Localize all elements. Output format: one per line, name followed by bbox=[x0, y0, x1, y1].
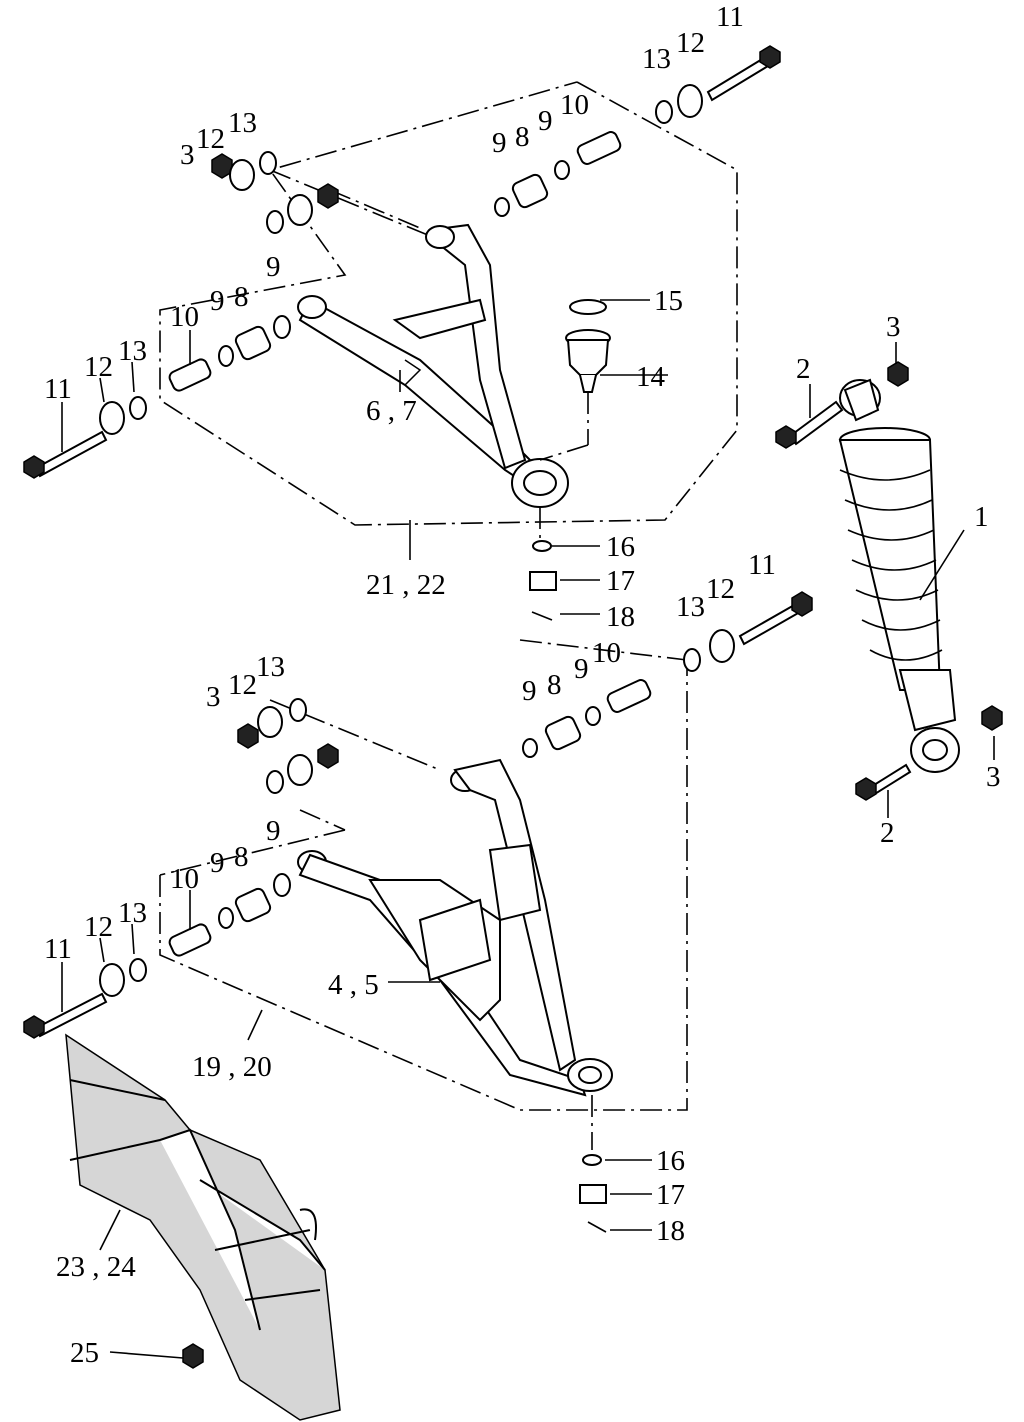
label-9: 9 bbox=[210, 285, 225, 317]
label-10: 10 bbox=[592, 637, 621, 669]
label-11: 11 bbox=[44, 373, 72, 405]
label-13: 13 bbox=[118, 335, 147, 367]
label-8: 8 bbox=[234, 841, 249, 873]
label-12: 12 bbox=[676, 27, 705, 59]
label-10: 10 bbox=[170, 301, 199, 333]
upper-pivot-hardware bbox=[211, 151, 339, 234]
label-10: 10 bbox=[170, 863, 199, 895]
bushing-icon bbox=[234, 325, 272, 361]
label-3: 3 bbox=[206, 681, 221, 713]
label-19-20: 19 , 20 bbox=[192, 1051, 272, 1083]
label-1: 1 bbox=[974, 501, 989, 533]
lower-arm-assembly bbox=[23, 591, 813, 1233]
ball-joint-icon bbox=[539, 299, 611, 461]
label-10: 10 bbox=[560, 89, 589, 121]
label-2: 2 bbox=[880, 817, 895, 849]
lower-pivot-hardware bbox=[237, 698, 339, 794]
washer-icon bbox=[273, 315, 291, 339]
mud-guard-icon bbox=[65, 1033, 341, 1421]
bolt-icon bbox=[34, 430, 108, 478]
lower-right-bushing-stack bbox=[522, 591, 813, 758]
label-9: 9 bbox=[266, 251, 281, 283]
label-16: 16 bbox=[606, 531, 635, 563]
label-21-22: 21 , 22 bbox=[366, 569, 446, 601]
label-13: 13 bbox=[228, 107, 257, 139]
collar-icon bbox=[168, 358, 212, 392]
label-9: 9 bbox=[492, 127, 507, 159]
label-12: 12 bbox=[84, 911, 113, 943]
label-3: 3 bbox=[986, 761, 1001, 793]
label-9: 9 bbox=[522, 675, 537, 707]
label-18: 18 bbox=[656, 1215, 685, 1247]
label-25: 25 bbox=[70, 1337, 99, 1369]
label-8: 8 bbox=[547, 669, 562, 701]
nut-icon bbox=[23, 455, 45, 479]
shock-absorber-icon bbox=[775, 361, 1003, 801]
lower-left-bushing-stack bbox=[23, 873, 291, 1039]
label-12: 12 bbox=[228, 669, 257, 701]
label-8: 8 bbox=[515, 121, 530, 153]
label-11: 11 bbox=[44, 933, 72, 965]
label-23-24: 23 , 24 bbox=[56, 1251, 136, 1283]
label-17: 17 bbox=[656, 1179, 685, 1211]
label-4-5: 4 , 5 bbox=[328, 969, 379, 1001]
label-13: 13 bbox=[676, 591, 705, 623]
label-13: 13 bbox=[118, 897, 147, 929]
washer-icon bbox=[99, 401, 125, 435]
label-9: 9 bbox=[266, 815, 281, 847]
label-3: 3 bbox=[180, 139, 195, 171]
nut-icon bbox=[529, 571, 557, 591]
label-17: 17 bbox=[606, 565, 635, 597]
upper-left-bushing-stack bbox=[23, 315, 291, 479]
washer-icon bbox=[129, 396, 147, 420]
label-15: 15 bbox=[654, 285, 683, 317]
lower-a-arm-icon bbox=[297, 758, 613, 1097]
label-9: 9 bbox=[574, 653, 589, 685]
label-3: 3 bbox=[886, 311, 901, 343]
label-11: 11 bbox=[748, 549, 776, 581]
label-16: 16 bbox=[656, 1145, 685, 1177]
label-8: 8 bbox=[234, 281, 249, 313]
label-6-7: 6 , 7 bbox=[366, 395, 417, 427]
upper-right-bushing-stack bbox=[494, 45, 781, 217]
washer-icon bbox=[532, 540, 552, 552]
upper-a-arm-icon bbox=[297, 223, 569, 508]
circlip-icon bbox=[569, 299, 607, 315]
leader-lines bbox=[61, 299, 995, 1359]
label-13: 13 bbox=[642, 43, 671, 75]
washer-icon bbox=[218, 345, 234, 367]
label-2: 2 bbox=[796, 353, 811, 385]
label-11: 11 bbox=[716, 1, 744, 33]
label-12: 12 bbox=[196, 123, 225, 155]
label-12: 12 bbox=[84, 351, 113, 383]
label-12: 12 bbox=[706, 573, 735, 605]
label-13: 13 bbox=[256, 651, 285, 683]
label-9: 9 bbox=[210, 847, 225, 879]
upper-arm-assembly bbox=[23, 45, 781, 621]
label-9: 9 bbox=[538, 105, 553, 137]
label-18: 18 bbox=[606, 601, 635, 633]
label-14: 14 bbox=[636, 361, 666, 393]
part-number-labels: 1 2 2 3 3 3 3 4 , 5 6 , 7 8 8 8 8 9 9 9 … bbox=[44, 1, 1001, 1369]
